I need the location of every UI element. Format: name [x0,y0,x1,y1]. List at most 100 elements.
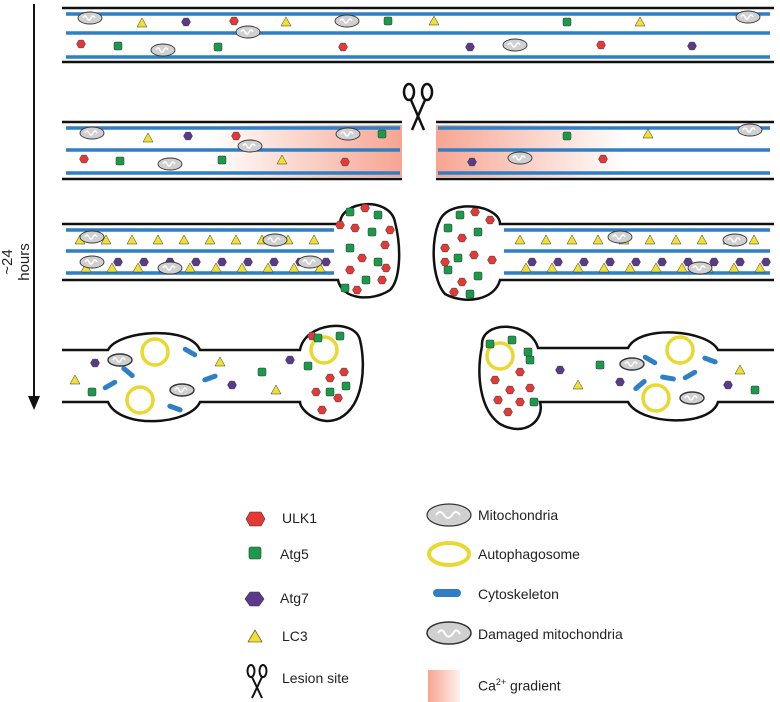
ulk1-marker [325,373,335,383]
legend-autophagosome: Autophagosome [478,546,580,562]
mitochondrion [157,157,183,171]
ulk1-marker [515,367,525,377]
legend-autophagosome-label: Autophagosome [478,546,580,562]
atg7-icon [244,591,265,607]
atg7-marker [191,257,201,267]
ulk1-marker [360,203,370,213]
atg7-marker [227,380,237,390]
atg7-marker [113,257,123,267]
autophagosome [665,335,695,365]
mitochondrion [150,43,176,57]
lc3-marker [540,234,552,245]
atg7-marker [615,377,625,387]
ulk1-marker [449,287,459,297]
ulk1-marker [333,393,343,403]
atg7-marker [285,355,295,365]
lc3-marker [676,262,688,273]
ulk1-marker [76,39,86,49]
mitochondrion-cristae [340,131,354,137]
mitochondrion [237,139,263,153]
lc3-marker [428,15,440,26]
mitochondrion [737,123,763,137]
cytoskeleton-fragment [182,346,198,358]
atg5-marker [383,16,393,26]
autophagosome [309,335,339,365]
autophagosome [641,383,671,413]
mitochondria-icon [426,503,472,527]
lc3-marker [546,262,558,273]
cytoskeleton-fragment [102,379,118,391]
legend-cytoskeleton-label: Cytoskeleton [478,586,559,602]
ulk1-marker [505,385,515,395]
ca-gradient-swatch [428,670,460,702]
atg7-marker [761,257,771,267]
atg5-marker [217,155,227,165]
ulk1-marker [229,16,239,26]
legend-ca-gradient-label: Ca2+ gradient [478,677,561,694]
atg5-marker [113,41,123,51]
ulk1-marker [515,397,525,407]
ulk1-marker [377,275,387,285]
mitochondrion [297,255,323,269]
atg5-marker [361,275,371,285]
ulk1-marker [385,225,395,235]
atg5-marker [325,387,335,397]
mitochondrion [262,233,288,247]
cytoskeleton-fragment [660,374,676,382]
mitochondrion [334,14,360,28]
atg5-marker [523,347,533,357]
lc3-marker [204,234,216,245]
atg5-marker [473,227,483,237]
legend-atg7-label: Atg7 [280,590,309,606]
lc3-marker [592,234,604,245]
lc3-marker [69,374,81,385]
mitochondrion-cristae [162,265,176,271]
legend-cytoskeleton: Cytoskeleton [478,586,559,602]
ulk1-marker [457,233,467,243]
atg7-marker [579,257,589,267]
ulk1-marker [380,240,390,250]
atg5-marker [373,257,383,267]
atg7-marker [181,17,191,27]
autophagosome-icon [427,541,471,567]
atg7-marker [709,257,719,267]
atg5-marker [443,265,453,275]
atg5-marker [473,271,483,281]
mitochondrion [157,261,183,275]
lc3-marker [634,16,646,27]
mitochondrion [722,233,748,247]
atg7-marker [687,41,697,51]
atg5-marker [345,207,355,217]
lc3-marker [748,234,760,245]
ulk1-marker [345,265,355,275]
atg5-marker [341,381,351,391]
legend-atg5-label: Atg5 [280,546,309,562]
mitochondrion-cristae [162,161,176,167]
atg7-marker [269,257,279,267]
atg7-marker [555,365,565,375]
lc3-marker [728,262,740,273]
mitochondrion-cristae [727,237,741,243]
ulk1-marker [440,257,450,267]
atg7-marker [631,257,641,267]
mitochondrion-cristae [155,47,169,53]
lc3-marker [230,234,242,245]
cytoskeleton-fragment [682,369,698,381]
mitochondrion-cristae [84,259,98,265]
legend-lesion: Lesion site [282,670,349,686]
ulk1-marker [338,42,348,52]
ulk1-marker [231,131,241,141]
atg5-marker [115,156,125,166]
cytoskeleton-icon [433,589,461,597]
ulk1-marker [440,243,450,253]
atg7-marker [657,257,667,267]
lc3-marker [572,262,584,273]
atg7-marker [321,257,331,267]
lc3-marker [624,262,636,273]
autophagosome [125,385,155,415]
lc3-marker [152,234,164,245]
mitochondrion-cristae [512,155,526,161]
atg7-marker [723,380,733,390]
ulk1-marker [311,387,321,397]
legend-mitochondria-label: Mitochondria [478,507,559,523]
